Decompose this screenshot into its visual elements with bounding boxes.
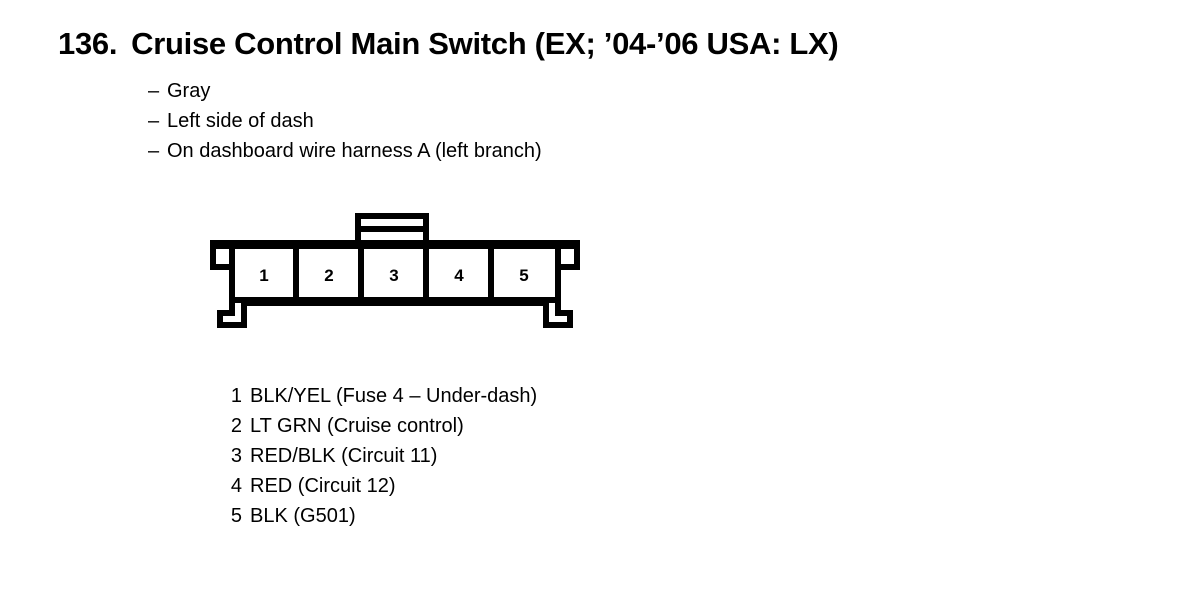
legend-row: 5 BLK (G501) bbox=[218, 501, 537, 531]
legend-pin-description: RED (Circuit 12) bbox=[250, 475, 396, 497]
cavity-number-3: 3 bbox=[389, 266, 398, 285]
connector-diagram: 1 2 3 4 5 bbox=[200, 205, 590, 340]
pin-legend: 1 BLK/YEL (Fuse 4 – Under-dash) 2 LT GRN… bbox=[218, 381, 537, 531]
legend-pin-number: 5 bbox=[230, 505, 242, 527]
legend-pin-number: 3 bbox=[230, 445, 242, 467]
cavity-number-5: 5 bbox=[519, 266, 528, 285]
title-text: Cruise Control Main Switch (EX; ’04-’06 … bbox=[131, 26, 839, 61]
legend-pin-number: 2 bbox=[230, 415, 242, 437]
locking-tab-icon bbox=[355, 213, 429, 247]
note-item: – Left side of dash bbox=[148, 106, 542, 136]
title-number: 136. bbox=[58, 26, 118, 61]
legend-pin-number: 4 bbox=[230, 475, 242, 497]
legend-pin-description: BLK (G501) bbox=[250, 505, 356, 527]
cavity-number-1: 1 bbox=[259, 266, 268, 285]
legend-pin-description: LT GRN (Cruise control) bbox=[250, 415, 464, 437]
cavity-number-4: 4 bbox=[454, 266, 464, 285]
legend-pin-number: 1 bbox=[230, 385, 242, 407]
note-item: – Gray bbox=[148, 76, 542, 106]
legend-pin-description: RED/BLK (Circuit 11) bbox=[250, 445, 438, 467]
note-dash-icon: – bbox=[148, 80, 160, 102]
note-dash-icon: – bbox=[148, 110, 160, 132]
note-dash-icon: – bbox=[148, 140, 160, 162]
page-title: 136. Cruise Control Main Switch (EX; ’04… bbox=[58, 26, 839, 62]
legend-row: 4 RED (Circuit 12) bbox=[218, 471, 537, 501]
legend-row: 2 LT GRN (Cruise control) bbox=[218, 411, 537, 441]
note-item: – On dashboard wire harness A (left bran… bbox=[148, 136, 542, 166]
legend-pin-description: BLK/YEL (Fuse 4 – Under-dash) bbox=[250, 385, 538, 407]
legend-row: 1 BLK/YEL (Fuse 4 – Under-dash) bbox=[218, 381, 537, 411]
notes-list: – Gray – Left side of dash – On dashboar… bbox=[148, 76, 542, 166]
legend-row: 3 RED/BLK (Circuit 11) bbox=[218, 441, 537, 471]
note-label: On dashboard wire harness A (left branch… bbox=[167, 140, 542, 162]
cavity-number-2: 2 bbox=[324, 266, 333, 285]
note-label: Gray bbox=[167, 80, 211, 102]
note-label: Left side of dash bbox=[167, 110, 314, 132]
